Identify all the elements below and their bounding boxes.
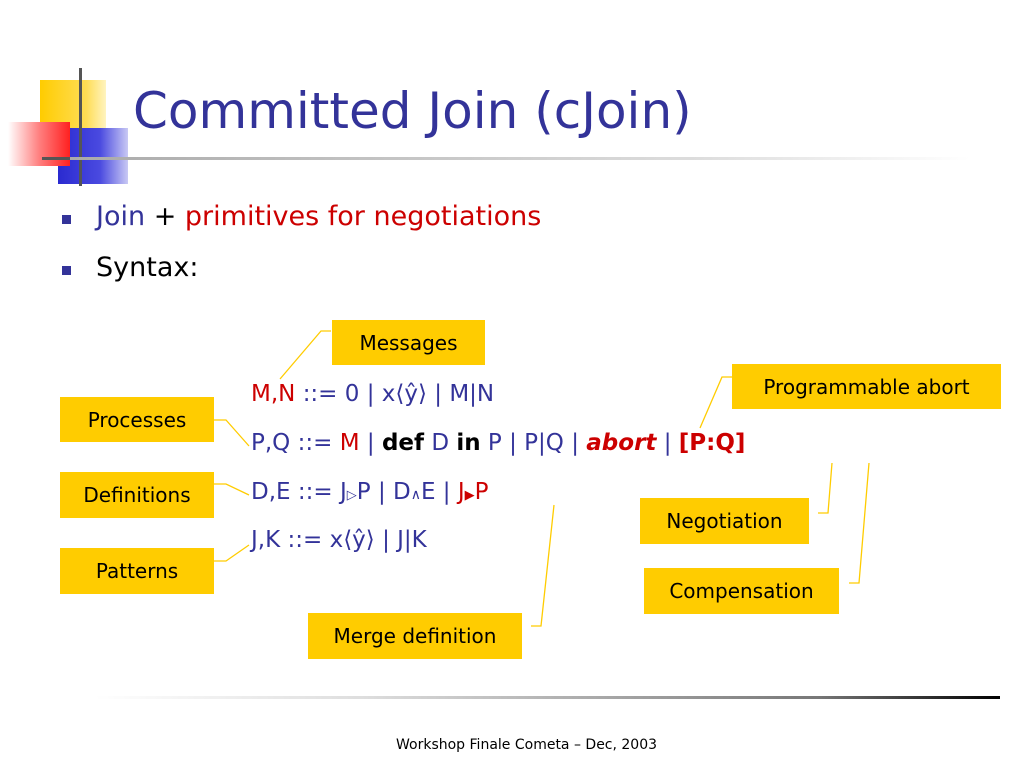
syntax-rest: E |: [420, 479, 458, 505]
keyword-def: def: [381, 430, 425, 456]
syntax-lhs: J,K: [251, 527, 281, 553]
wedge-icon: ∧: [410, 487, 421, 503]
leader-processes: [214, 419, 250, 447]
syntax-op: ::=: [302, 381, 338, 407]
syntax-negotiation: [P:Q]: [678, 430, 746, 456]
syntax-p: P | P|Q |: [480, 430, 587, 456]
syntax-row-messages: M,N ::= 0 | x⟨ŷ⟩ | M|N: [251, 381, 494, 407]
syntax-m: M: [339, 430, 360, 456]
syntax-merge-p: P: [474, 479, 489, 505]
leader-patterns: [214, 544, 250, 562]
syntax-j: J: [339, 479, 347, 505]
bullet-plus: +: [145, 201, 185, 232]
syntax-rest: P | D: [356, 479, 411, 505]
syntax-row-definitions: D,E ::= J▷P | D∧E | J▶P: [251, 479, 489, 505]
syntax-lhs: D,E: [251, 479, 291, 505]
label-compensation: Compensation: [644, 568, 839, 614]
syntax-lhs: P,Q: [251, 430, 291, 456]
logo-decoration: [0, 60, 140, 200]
syntax-lhs: M,N: [251, 381, 296, 407]
syntax-row-processes: P,Q ::= M | def D in P | P|Q | abort | […: [251, 430, 745, 456]
syntax-sep: |: [359, 430, 382, 456]
open-triangle-icon: ▷: [346, 488, 357, 503]
syntax-merge-j: J: [457, 479, 465, 505]
leader-definitions: [214, 483, 250, 496]
slide-footer: Workshop Finale Cometa – Dec, 2003: [396, 737, 658, 753]
leader-negotiation: [818, 462, 833, 514]
bullet-syntax: Syntax:: [96, 252, 199, 283]
label-processes: Processes: [60, 397, 214, 442]
label-patterns: Patterns: [60, 548, 214, 594]
syntax-d: D: [424, 430, 457, 456]
syntax-op: ::=: [297, 479, 333, 505]
leader-merge: [531, 504, 555, 627]
syntax-rhs: 0 | x⟨ŷ⟩ | M|N: [344, 381, 495, 407]
leader-abort: [699, 376, 732, 429]
keyword-abort: abort: [586, 430, 657, 456]
syntax-sep: |: [656, 430, 679, 456]
bullet-marker: [62, 215, 71, 224]
syntax-op: ::=: [287, 527, 323, 553]
leader-compensation: [849, 462, 870, 584]
label-messages: Messages: [332, 320, 485, 365]
label-programmable-abort: Programmable abort: [732, 364, 1001, 409]
syntax-op: ::=: [297, 430, 333, 456]
title-underline: [70, 157, 970, 160]
label-merge-definition: Merge definition: [308, 613, 522, 659]
bullet-join-term: Join: [96, 201, 146, 232]
label-negotiation: Negotiation: [640, 498, 809, 544]
leader-messages: [279, 330, 331, 380]
bullet-primitives: primitives for negotiations: [184, 201, 542, 232]
label-definitions: Definitions: [60, 472, 214, 518]
bullet-marker: [62, 266, 71, 275]
keyword-in: in: [456, 430, 481, 456]
slide-title: Committed Join (cJoin): [133, 82, 692, 140]
syntax-rhs: x⟨ŷ⟩ | J|K: [329, 527, 427, 553]
footer-rule: [95, 696, 1000, 699]
vertical-line: [79, 68, 82, 186]
bullet-join: Join + primitives for negotiations: [96, 201, 541, 232]
filled-triangle-icon: ▶: [464, 488, 475, 503]
syntax-row-patterns: J,K ::= x⟨ŷ⟩ | J|K: [251, 527, 427, 553]
